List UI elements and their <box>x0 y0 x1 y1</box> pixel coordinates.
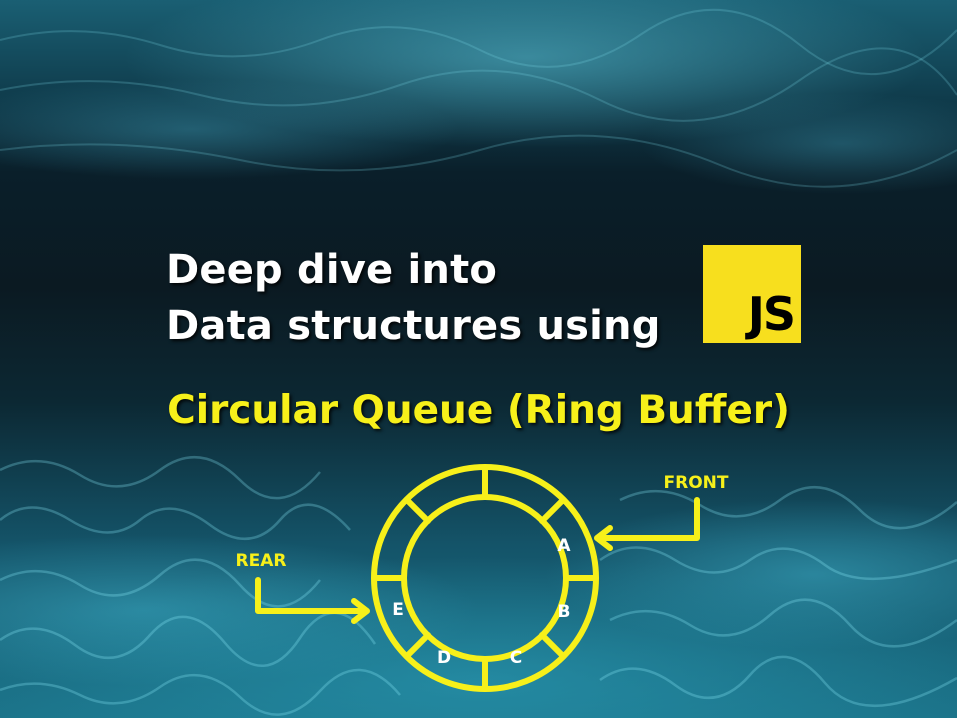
javascript-logo: JS <box>703 245 801 343</box>
javascript-logo-text: JS <box>747 287 796 341</box>
front-arrowhead <box>594 525 613 551</box>
rear-label: REAR <box>236 551 287 571</box>
slot-b-label: B <box>558 602 571 622</box>
heading-line-1: Deep dive into <box>166 247 498 293</box>
ring-divider <box>404 632 431 659</box>
slot-a-label: A <box>557 536 571 556</box>
rear-arrow <box>255 577 369 614</box>
slot-d-label: D <box>437 648 451 668</box>
slot-e-label: E <box>392 600 404 620</box>
ring-divider <box>404 497 431 524</box>
heading-line-2: Data structures using <box>166 303 661 349</box>
subtitle: Circular Queue (Ring Buffer) <box>167 388 790 433</box>
ring-divider <box>539 497 566 524</box>
front-label: FRONT <box>664 473 729 493</box>
rear-arrowhead <box>351 598 370 624</box>
front-arrow <box>595 497 700 541</box>
slot-c-label: C <box>510 648 522 668</box>
ring-divider <box>539 632 566 659</box>
